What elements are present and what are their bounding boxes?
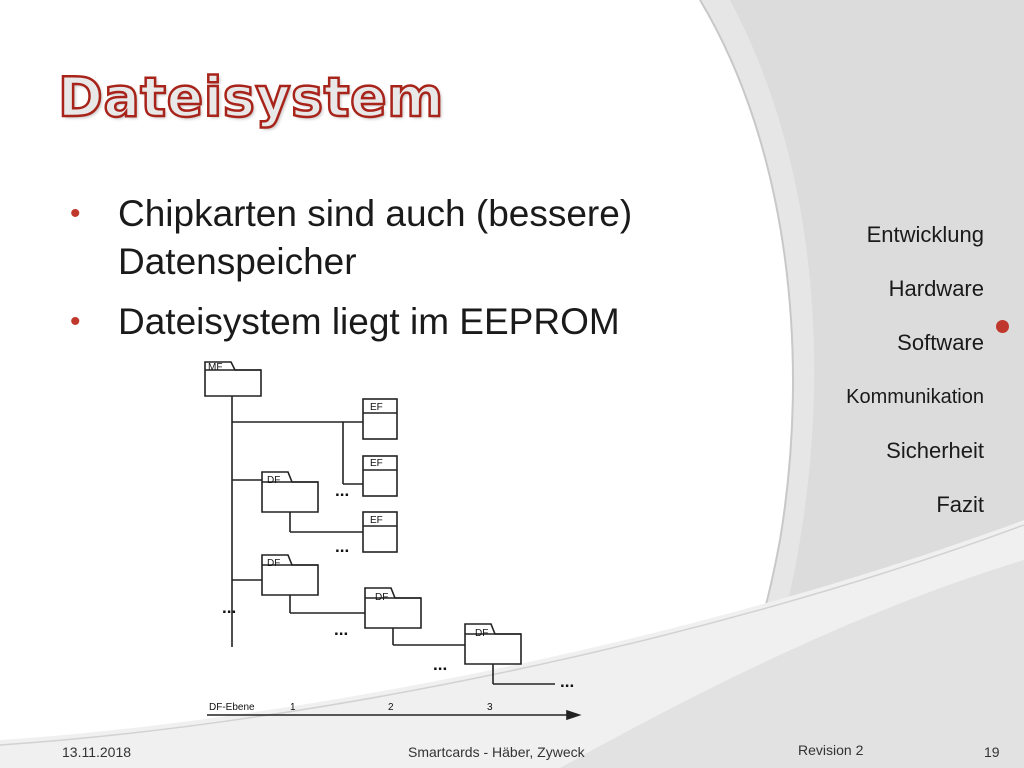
df-level-axis-label: DF-Ebene [209,702,255,713]
ellipsis-marker: ... [335,537,349,556]
file-system-tree-diagram: MF EF EF EF DF DF DF DF ... ... ... ... … [204,361,582,721]
footer-revision: Revision 2 [798,742,864,758]
ef-label: EF [370,402,383,413]
df-level-tick: 1 [290,702,296,713]
df-label: DF [267,558,280,569]
nav-item-fazit[interactable]: Fazit [936,492,984,517]
bullet-item: • Chipkarten sind auch (bessere) Datenspe… [70,190,750,286]
df-folder-icon [464,623,522,665]
mf-label: MF [208,362,222,373]
df-label: DF [267,475,280,486]
ellipsis-marker: ... [433,655,447,674]
df-folder-icon [261,471,319,513]
ef-file-icon [362,511,398,553]
ellipsis-marker: ... [334,620,348,639]
bullet-dot-icon: • [70,305,81,338]
footer-page-number: 19 [984,744,1000,760]
section-navigation: Entwicklung Hardware Software Kommunikat… [846,208,984,532]
df-folder-icon [364,587,422,629]
bullet-dot-icon: • [70,197,81,230]
bullet-text: Dateisystem liegt im EEPROM [118,301,620,342]
bullet-text: Chipkarten sind auch (bessere) Datenspei… [118,193,633,282]
bullet-list: • Chipkarten sind auch (bessere) Datenspe… [70,190,750,358]
df-label: DF [475,628,488,639]
nav-item-hardware[interactable]: Hardware [888,276,984,301]
ellipsis-marker: ... [222,598,236,617]
df-folder-icon [261,554,319,596]
ef-label: EF [370,515,383,526]
nav-item-kommunikation[interactable]: Kommunikation [846,386,984,408]
ef-file-icon [362,455,398,497]
ef-file-icon [362,398,398,440]
nav-item-sicherheit[interactable]: Sicherheit [886,438,984,463]
slide-title: Dateisystem [57,65,445,131]
df-level-axis [207,709,582,721]
tree-connectors [231,396,555,685]
nav-item-software[interactable]: Software [897,330,984,355]
active-section-marker-icon [996,320,1009,333]
mf-folder-icon [204,361,262,397]
bullet-item: • Dateisystem liegt im EEPROM [70,298,750,346]
df-level-tick: 3 [487,702,493,713]
ef-label: EF [370,458,383,469]
nav-item-entwicklung[interactable]: Entwicklung [866,222,984,247]
footer-presentation-title: Smartcards - Häber, Zyweck [408,744,585,760]
footer-date: 13.11.2018 [62,744,132,760]
df-label: DF [375,592,388,603]
ellipsis-marker: ... [560,672,574,691]
df-level-tick: 2 [388,702,394,713]
ellipsis-marker: ... [335,481,349,500]
